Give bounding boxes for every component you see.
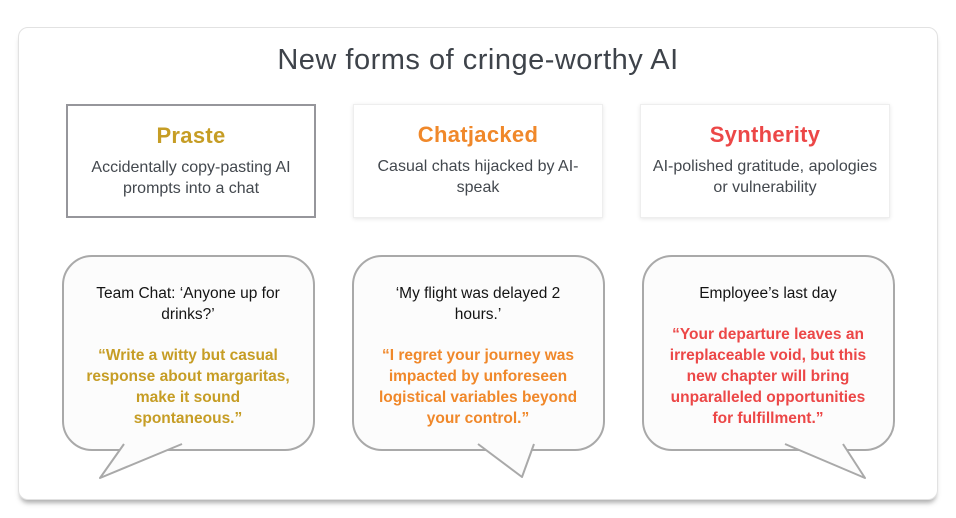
bubble-quote-syntherity: “Your departure leaves an irreplaceable … [669,325,867,427]
speech-bubble-tail-icon [98,443,182,479]
card-description-syntherity: AI-polished gratitude, apologies or vuln… [652,158,878,196]
definition-card-syntherity: Syntherity AI-polished gratitude, apolog… [640,104,890,218]
speech-bubbles-row: Team Chat: ‘Anyone up for drinks?’ “Writ… [19,255,937,479]
card-title-chatjacked: Chatjacked [417,122,539,147]
bubble-column-praste: Team Chat: ‘Anyone up for drinks?’ “Writ… [61,255,315,479]
bubble-context-syntherity: Employee’s last day [699,285,837,302]
card-description-praste: Accidentally copy-pasting AI prompts int… [91,159,291,197]
bubble-quote-chatjacked: “I regret your journey was impacted by u… [378,346,578,427]
bubble-column-chatjacked: ‘My flight was delayed 2 hours.’ “I regr… [351,255,605,478]
speech-bubble-tail-icon [477,443,535,478]
speech-bubble-praste: Team Chat: ‘Anyone up for drinks?’ “Writ… [61,255,315,479]
speech-bubble-chatjacked: ‘My flight was delayed 2 hours.’ “I regr… [351,255,605,478]
card-description-chatjacked: Casual chats hijacked by AI-speak [377,158,579,196]
definition-card-praste: Praste Accidentally copy-pasting AI prom… [66,104,316,218]
speech-bubble-tail-icon [784,443,866,479]
slide-frame: New forms of cringe-worthy AI Praste Acc… [18,27,938,500]
definition-card-chatjacked: Chatjacked Casual chats hijacked by AI-s… [353,104,603,218]
page-title: New forms of cringe-worthy AI [277,44,679,76]
speech-bubble-syntherity: Employee’s last day “Your departure leav… [641,255,895,479]
card-title-syntherity: Syntherity [709,122,821,147]
definition-cards-row: Praste Accidentally copy-pasting AI prom… [19,104,937,218]
card-title-praste: Praste [156,123,226,148]
bubble-context-praste: Team Chat: ‘Anyone up for drinks?’ [96,285,280,323]
bubble-column-syntherity: Employee’s last day “Your departure leav… [641,255,895,479]
bubble-context-chatjacked: ‘My flight was delayed 2 hours.’ [395,285,561,323]
bubble-quote-praste: “Write a witty but casual response about… [86,346,290,427]
